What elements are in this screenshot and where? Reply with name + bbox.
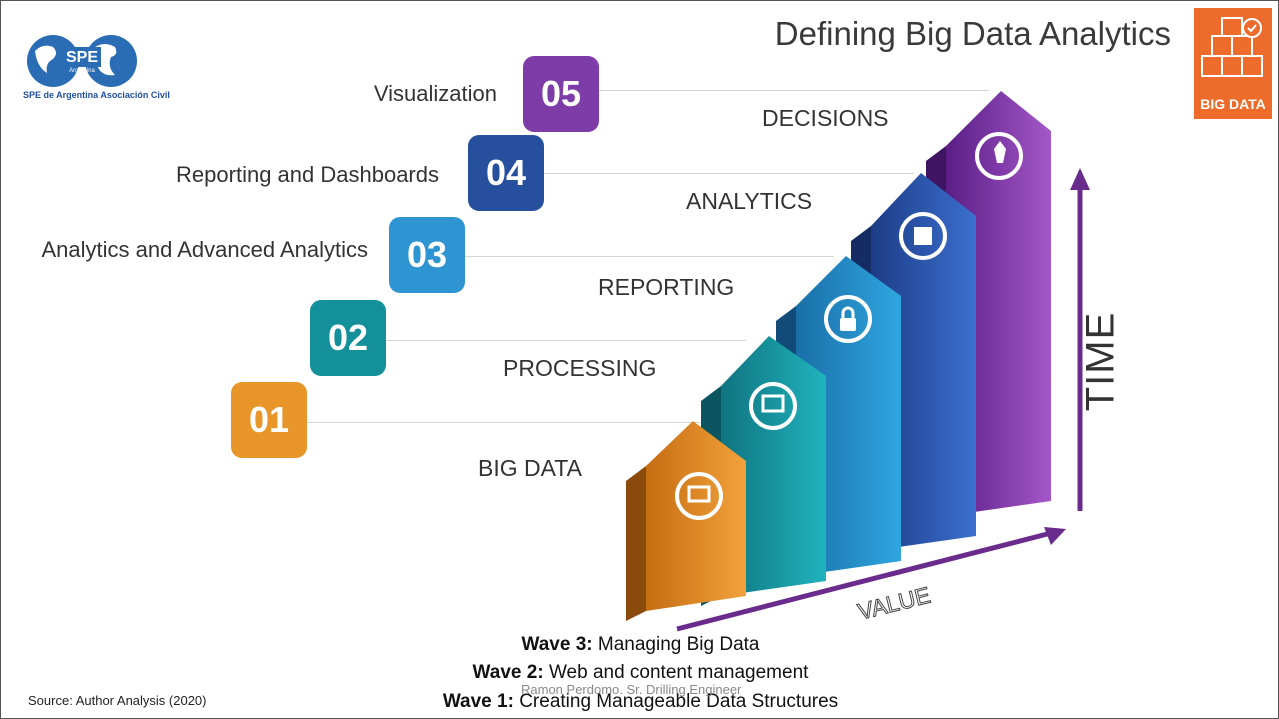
globe-logo-icon: SPE Argentina xyxy=(27,35,137,87)
step-label-03: Analytics and Advanced Analytics xyxy=(41,237,368,262)
time-axis-label: TIME xyxy=(1078,311,1123,412)
monitor-settings-icon xyxy=(749,382,797,430)
value-columns-graphic: VALUE xyxy=(626,91,1066,632)
guide-line xyxy=(599,90,989,91)
stage-label-processing: PROCESSING xyxy=(503,355,657,381)
guide-line xyxy=(386,340,746,341)
step-badge-03: 03 xyxy=(389,217,465,293)
time-axis-label-wrap: TIME xyxy=(1073,301,1143,412)
svg-text:Argentina: Argentina xyxy=(69,68,95,74)
clipboard-icon xyxy=(899,212,947,260)
stage-label-reporting: REPORTING xyxy=(598,274,735,300)
guide-line xyxy=(306,422,746,423)
stage-label-analytics: ANALYTICS xyxy=(686,188,813,214)
value-arrow xyxy=(676,527,1066,632)
author-credit: Ramon Perdomo. Sr. Drilling Engineer xyxy=(521,682,742,697)
stage-label-big-data: BIG DATA xyxy=(478,455,582,481)
step-badge-04: 04 xyxy=(468,135,544,211)
wave-3: Wave 3: Managing Big Data xyxy=(521,634,760,655)
guide-line xyxy=(544,173,914,174)
wave-1: Wave 1: Creating Manageable Data Structu… xyxy=(442,691,839,712)
guide-line xyxy=(464,256,834,257)
stage-label-decisions: DECISIONS xyxy=(762,105,889,131)
column-big-data xyxy=(626,421,746,621)
touch-icon xyxy=(975,132,1023,180)
step-label-04: Reporting and Dashboards xyxy=(176,162,439,187)
big-data-badge-label: BIG DATA xyxy=(1200,96,1266,112)
slide-title: Defining Big Data Analytics xyxy=(774,15,1171,52)
step-badge-05: 05 xyxy=(523,56,599,132)
monitor-icon xyxy=(675,472,723,520)
data-boxes-icon xyxy=(1201,17,1263,77)
step-badge-02: 02 xyxy=(310,300,386,376)
time-arrow xyxy=(1070,168,1090,511)
spe-logo: SPE Argentina SPE de Argentina Asociació… xyxy=(23,33,183,103)
source-note: Source: Author Analysis (2020) xyxy=(28,693,207,708)
big-data-badge: BIG DATA xyxy=(1194,8,1272,119)
wave-2: Wave 2: Web and content management xyxy=(472,662,809,683)
lock-icon xyxy=(824,295,872,343)
step-badge-01: 01 xyxy=(231,382,307,458)
svg-text:SPE: SPE xyxy=(66,49,98,66)
value-axis-label: VALUE xyxy=(855,582,933,625)
step-label-05: Visualization xyxy=(373,81,497,106)
logo-caption: SPE de Argentina Asociación Civil xyxy=(23,90,170,100)
